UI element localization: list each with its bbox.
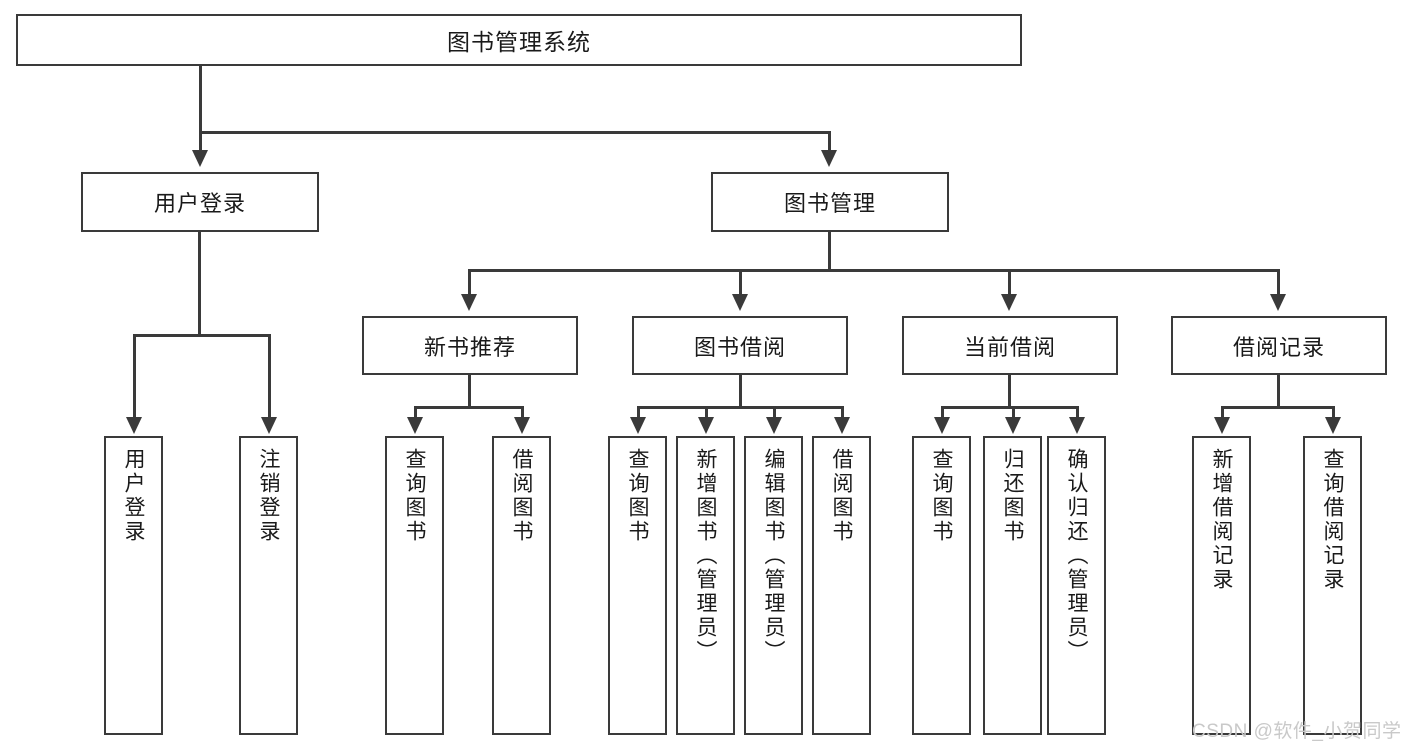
- node-leaf-return-book[interactable]: 归还图书: [983, 436, 1042, 735]
- connector-book-mgmt-branch-2: [739, 269, 742, 297]
- node-leaf-borrow-book-1-label: 借阅图书: [510, 448, 533, 544]
- node-leaf-add-record[interactable]: 新增借阅记录: [1192, 436, 1251, 735]
- connector-borrow-record-branch-2: [1332, 406, 1335, 420]
- arrowhead-root-to-book-mgmt: [821, 150, 837, 167]
- node-user-login[interactable]: 用户登录: [81, 172, 319, 232]
- arrowhead-borrow-record-leaf-2: [1325, 417, 1341, 434]
- connector-root-to-book-mgmt: [828, 131, 831, 153]
- arrowhead-book-borrow-leaf-1: [630, 417, 646, 434]
- connector-root-to-user-login: [199, 131, 202, 153]
- connector-user-login-stem: [198, 232, 201, 336]
- arrowhead-borrow-record-leaf-1: [1214, 417, 1230, 434]
- connector-root-stem: [199, 66, 202, 133]
- arrowhead-root-to-user-login: [192, 150, 208, 167]
- node-leaf-query-book-2-label: 查询图书: [626, 448, 649, 544]
- connector-book-mgmt-bar: [468, 269, 1280, 272]
- node-book-management[interactable]: 图书管理: [711, 172, 949, 232]
- connector-borrow-record-bar: [1221, 406, 1335, 409]
- connector-book-borrow-branch-1: [637, 406, 640, 420]
- node-leaf-borrow-book-1[interactable]: 借阅图书: [492, 436, 551, 735]
- connector-new-book-stem: [468, 375, 471, 409]
- arrowhead-to-new-book-recommend: [461, 294, 477, 311]
- connector-book-borrow-bar: [637, 406, 843, 409]
- connector-book-mgmt-branch-4: [1277, 269, 1280, 297]
- connector-book-borrow-branch-2: [705, 406, 708, 420]
- node-leaf-user-logout[interactable]: 注销登录: [239, 436, 298, 735]
- arrowhead-book-borrow-leaf-4: [834, 417, 850, 434]
- node-book-borrow[interactable]: 图书借阅: [632, 316, 848, 375]
- node-leaf-query-book-1-label: 查询图书: [403, 448, 426, 544]
- connector-borrow-record-stem: [1277, 375, 1280, 409]
- connector-book-mgmt-stem: [828, 232, 831, 272]
- connector-current-borrow-branch-1: [941, 406, 944, 420]
- node-book-management-label: 图书管理: [783, 191, 876, 216]
- node-root-label: 图书管理系统: [447, 29, 591, 55]
- node-leaf-edit-book-label: 编辑图书（管理员）: [762, 448, 785, 664]
- node-user-login-label: 用户登录: [153, 191, 246, 216]
- node-leaf-add-book-label: 新增图书（管理员）: [694, 448, 717, 664]
- arrowhead-book-borrow-leaf-3: [766, 417, 782, 434]
- node-leaf-query-record-label: 查询借阅记录: [1321, 448, 1344, 592]
- node-leaf-user-logout-label: 注销登录: [257, 448, 280, 544]
- connector-new-book-bar: [414, 406, 524, 409]
- connector-current-borrow-stem: [1008, 375, 1011, 409]
- arrowhead-to-borrow-record: [1270, 294, 1286, 311]
- node-leaf-borrow-book-2-label: 借阅图书: [830, 448, 853, 544]
- connector-new-book-branch-1: [414, 406, 417, 420]
- connector-current-borrow-branch-3: [1076, 406, 1079, 420]
- node-root-system[interactable]: 图书管理系统: [16, 14, 1022, 66]
- connector-book-mgmt-branch-1: [468, 269, 471, 297]
- arrowhead-book-borrow-leaf-2: [698, 417, 714, 434]
- node-leaf-query-book-1[interactable]: 查询图书: [385, 436, 444, 735]
- node-new-book-recommend[interactable]: 新书推荐: [362, 316, 578, 375]
- connector-borrow-record-branch-1: [1221, 406, 1224, 420]
- node-current-borrow[interactable]: 当前借阅: [902, 316, 1118, 375]
- node-borrow-record[interactable]: 借阅记录: [1171, 316, 1387, 375]
- connector-book-mgmt-branch-3: [1008, 269, 1011, 297]
- watermark-csdn: CSDN @软件_小贺同学: [1192, 721, 1402, 742]
- connector-book-borrow-branch-4: [841, 406, 844, 420]
- arrowhead-new-book-leaf-2: [514, 417, 530, 434]
- connector-current-borrow-bar: [941, 406, 1078, 409]
- connector-current-borrow-branch-2: [1012, 406, 1015, 420]
- arrowhead-current-borrow-leaf-3: [1069, 417, 1085, 434]
- node-leaf-user-login-label: 用户登录: [122, 448, 145, 544]
- node-leaf-borrow-book-2[interactable]: 借阅图书: [812, 436, 871, 735]
- node-leaf-edit-book[interactable]: 编辑图书（管理员）: [744, 436, 803, 735]
- connector-book-borrow-stem: [739, 375, 742, 409]
- node-new-book-recommend-label: 新书推荐: [423, 334, 516, 360]
- connector-user-login-bar: [133, 334, 270, 337]
- node-leaf-user-login[interactable]: 用户登录: [104, 436, 163, 735]
- node-leaf-add-record-label: 新增借阅记录: [1210, 448, 1233, 592]
- arrowhead-user-login-leaf-1: [126, 417, 142, 434]
- arrowhead-user-login-leaf-2: [261, 417, 277, 434]
- node-current-borrow-label: 当前借阅: [963, 334, 1056, 360]
- node-book-borrow-label: 图书借阅: [693, 334, 786, 360]
- node-leaf-query-record[interactable]: 查询借阅记录: [1303, 436, 1362, 735]
- node-leaf-add-book[interactable]: 新增图书（管理员）: [676, 436, 735, 735]
- arrowhead-to-current-borrow: [1001, 294, 1017, 311]
- connector-new-book-branch-2: [521, 406, 524, 420]
- arrowhead-current-borrow-leaf-2: [1005, 417, 1021, 434]
- node-leaf-return-book-label: 归还图书: [1001, 448, 1024, 544]
- node-leaf-query-book-2[interactable]: 查询图书: [608, 436, 667, 735]
- connector-user-login-branch-1: [133, 334, 136, 419]
- node-leaf-query-book-3[interactable]: 查询图书: [912, 436, 971, 735]
- node-leaf-confirm-return[interactable]: 确认归还（管理员）: [1047, 436, 1106, 735]
- connector-user-login-branch-2: [268, 334, 271, 419]
- arrowhead-to-book-borrow: [732, 294, 748, 311]
- node-leaf-query-book-3-label: 查询图书: [930, 448, 953, 544]
- arrowhead-current-borrow-leaf-1: [934, 417, 950, 434]
- connector-book-borrow-branch-3: [773, 406, 776, 420]
- node-borrow-record-label: 借阅记录: [1232, 334, 1325, 360]
- arrowhead-new-book-leaf-1: [407, 417, 423, 434]
- node-leaf-confirm-return-label: 确认归还（管理员）: [1065, 448, 1088, 664]
- connector-root-bar: [199, 131, 831, 134]
